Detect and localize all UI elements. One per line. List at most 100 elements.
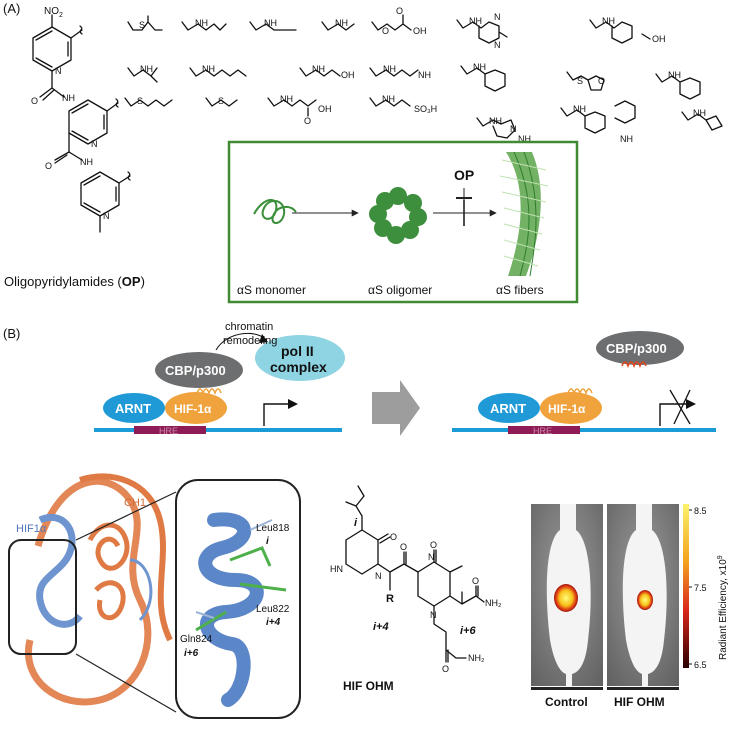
remodeling-label: remodeling bbox=[223, 335, 277, 347]
ring2-n-label: N bbox=[91, 139, 98, 149]
op-caption: Oligopyridylamides (OP) bbox=[4, 274, 145, 289]
ohm-name-label: HIF OHM bbox=[343, 679, 394, 693]
ring3-n-label: N bbox=[103, 211, 110, 221]
panel-a-label: (A) bbox=[3, 1, 20, 16]
svg-text:NH: NH bbox=[573, 104, 586, 114]
svg-text:NH: NH bbox=[195, 18, 208, 28]
svg-text:NH: NH bbox=[383, 64, 396, 74]
svg-text:N: N bbox=[510, 124, 517, 134]
residue-3-name: Gln824 bbox=[180, 634, 213, 645]
oligomer-ring bbox=[369, 187, 427, 244]
ohm-hn-label: HN bbox=[330, 564, 343, 574]
svg-text:S: S bbox=[137, 96, 143, 106]
fiber-bundle bbox=[499, 151, 549, 277]
svg-text:O: O bbox=[304, 116, 311, 126]
residue-2-name: Leu822 bbox=[256, 604, 290, 615]
chromatin-label: chromatin bbox=[225, 321, 273, 333]
svg-text:NH: NH bbox=[140, 64, 153, 74]
svg-text:OH: OH bbox=[318, 104, 332, 114]
ohm-n2-label: N bbox=[428, 552, 435, 562]
ohm-o3-label: O bbox=[430, 540, 437, 550]
signal-control bbox=[554, 584, 578, 612]
svg-text:NH: NH bbox=[473, 62, 486, 72]
pol-label-2: complex bbox=[270, 359, 327, 375]
svg-text:NH: NH bbox=[469, 16, 482, 26]
svg-text:NH: NH bbox=[382, 94, 395, 104]
svg-text:O: O bbox=[598, 76, 605, 86]
ring1-n-label: N bbox=[55, 66, 62, 76]
ohm-n3-label: N bbox=[430, 610, 437, 620]
svg-text:NH: NH bbox=[312, 64, 325, 74]
ohm-o1-label: O bbox=[390, 532, 397, 542]
ch1-structure-label: CH1 bbox=[124, 497, 146, 509]
svg-text:SO₃H: SO₃H bbox=[414, 104, 437, 114]
hif-structure-label: HIF1α bbox=[16, 523, 47, 535]
hif-label-right: HIF-1α bbox=[548, 402, 586, 416]
svg-text:NH: NH bbox=[489, 116, 502, 126]
colorbar-label: Radiant Efficiency, x109 bbox=[717, 555, 729, 660]
residue-1-pos: i bbox=[266, 536, 269, 547]
svg-text:OH: OH bbox=[413, 26, 427, 36]
control-label: Control bbox=[545, 695, 588, 709]
residue-2-pos: i+4 bbox=[266, 617, 281, 628]
hre-label-right: HRE bbox=[533, 426, 552, 436]
side-chain-atom-labels: S NH NH NH O O OH NH N N NH OH NH NH NH … bbox=[137, 6, 706, 144]
side-chain-library bbox=[124, 14, 723, 139]
svg-text:N: N bbox=[494, 40, 501, 50]
ohm-r-label: R bbox=[386, 593, 394, 605]
svg-text:S: S bbox=[218, 96, 224, 106]
ohm-i4-label: i+4 bbox=[373, 621, 389, 633]
ohm-i-label: i bbox=[354, 517, 358, 529]
hif-ohm-structure bbox=[345, 485, 485, 663]
pol-label-1: pol II bbox=[281, 343, 314, 359]
colorbar-tick-1: 8.5 bbox=[694, 506, 707, 516]
amide1-o-label: O bbox=[31, 96, 38, 106]
arnt-label-left: ARNT bbox=[115, 401, 151, 416]
colorbar-tick-2: 7.5 bbox=[694, 583, 707, 593]
ohm-o2-label: O bbox=[400, 542, 407, 552]
svg-text:NH: NH bbox=[518, 134, 531, 144]
ohm-nh2-2-label: NH₂ bbox=[468, 653, 485, 663]
svg-text:NH: NH bbox=[280, 94, 293, 104]
svg-text:NH: NH bbox=[693, 108, 706, 118]
ohm-o4-label: O bbox=[472, 576, 479, 586]
ohm-imaging-label: HIF OHM bbox=[614, 695, 665, 709]
svg-text:N: N bbox=[494, 12, 501, 22]
ohm-o5-label: O bbox=[442, 664, 449, 674]
mouse-imaging bbox=[531, 504, 692, 690]
op-inhibitor-label: OP bbox=[454, 167, 474, 183]
svg-text:NH: NH bbox=[668, 70, 681, 80]
svg-text:OH: OH bbox=[341, 70, 355, 80]
cbp-label-right: CBP/p300 bbox=[606, 341, 667, 356]
svg-text:NH: NH bbox=[264, 18, 277, 28]
svg-text:O: O bbox=[382, 26, 389, 36]
svg-text:S: S bbox=[577, 76, 583, 86]
ohm-i6-label: i+6 bbox=[460, 625, 476, 637]
residue-3-pos: i+6 bbox=[184, 648, 199, 659]
amide2-nh-label: NH bbox=[80, 157, 93, 167]
svg-text:NH: NH bbox=[202, 64, 215, 74]
colorbar-tick-3: 6.5 bbox=[694, 660, 707, 670]
colorbar bbox=[683, 504, 689, 668]
hif-ch1-structure bbox=[8, 473, 301, 719]
svg-text:OH: OH bbox=[652, 34, 666, 44]
amide1-nh-label: NH bbox=[62, 93, 75, 103]
transition-arrow bbox=[372, 380, 420, 436]
transcription-active-schematic bbox=[94, 332, 345, 434]
nitro-label: NO2 bbox=[44, 6, 63, 19]
signal-ohm bbox=[637, 590, 653, 610]
transcription-blocked-schematic bbox=[452, 331, 716, 434]
oligomer-label: αS oligomer bbox=[368, 283, 432, 297]
aggregation-box bbox=[227, 140, 579, 304]
svg-text:NH: NH bbox=[620, 134, 633, 144]
hif-label-left: HIF-1α bbox=[174, 402, 212, 416]
amide2-o-label: O bbox=[45, 161, 52, 171]
svg-text:NH: NH bbox=[602, 16, 615, 26]
fibers-label: αS fibers bbox=[496, 283, 544, 297]
ohm-nh2-1-label: NH₂ bbox=[485, 598, 502, 608]
cbp-label-left: CBP/p300 bbox=[165, 363, 226, 378]
ohm-n1-label: N bbox=[375, 571, 382, 581]
residue-1-name: Leu818 bbox=[256, 523, 290, 534]
monomer-coil bbox=[253, 199, 297, 224]
svg-text:O: O bbox=[396, 6, 403, 16]
